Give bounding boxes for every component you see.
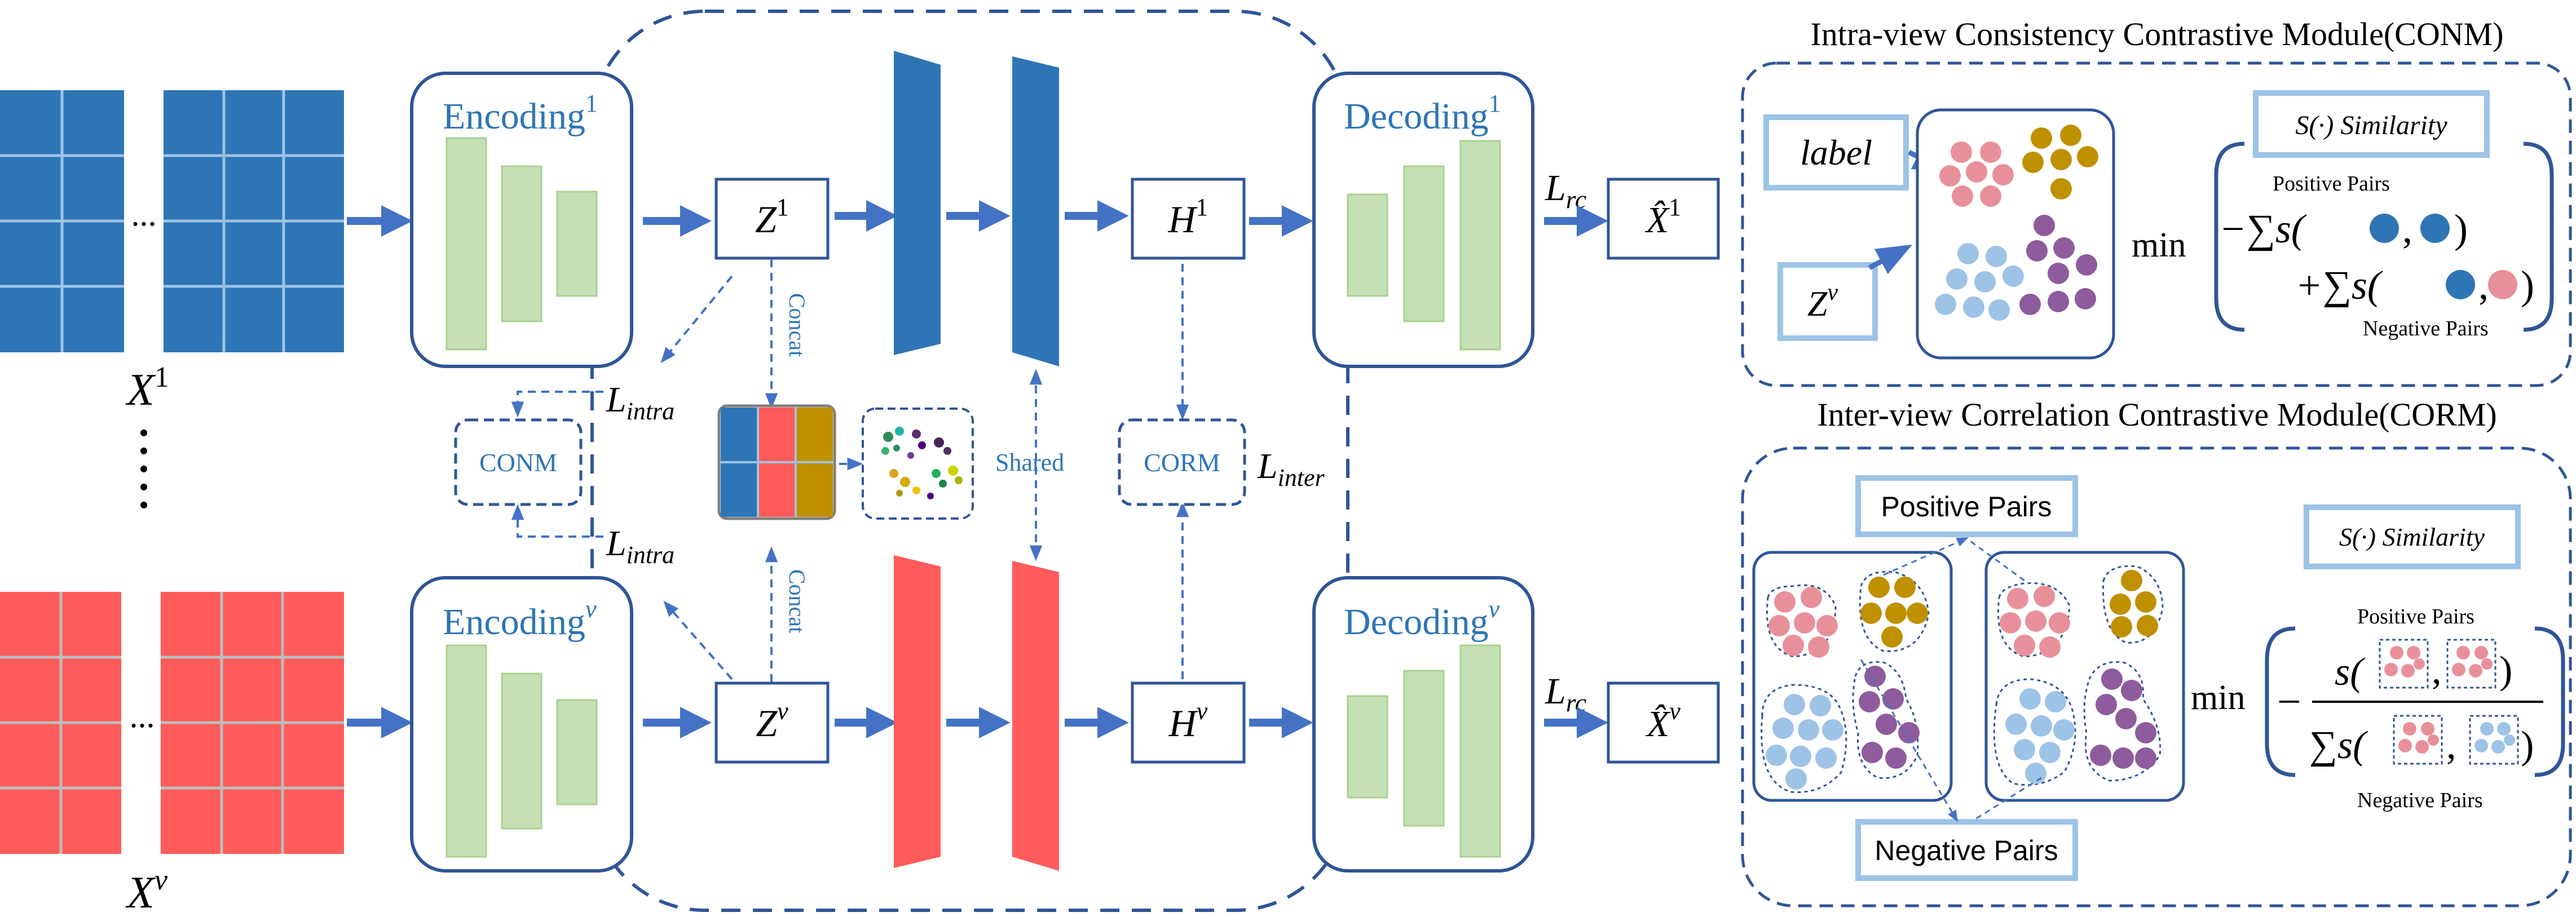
cluster-scatter-thumbnail [862, 408, 974, 520]
corm-numerator-pair-b [2446, 639, 2496, 689]
dashed-connectors [511, 259, 1189, 682]
shared-layer-bottom-1 [894, 555, 941, 868]
corm-min: min [2191, 679, 2245, 717]
corm-positive-pairs-box-text: Positive Pairs [1881, 491, 2052, 523]
dot-blue-icon [2420, 214, 2450, 243]
xhat-bottom-box [1607, 681, 1720, 764]
zv-box [1777, 262, 1878, 341]
corm-right-bracket [2534, 626, 2565, 777]
dot-pink-icon [2488, 270, 2517, 299]
concat-label-top: Concat [784, 293, 810, 357]
view-v-input-label: Xv [125, 864, 168, 918]
label-box-text: label [1800, 132, 1872, 172]
corm-view-a [1752, 551, 1953, 802]
conm-comma-2: , [2478, 263, 2489, 308]
corm-positive-pairs: Positive Pairs [2357, 605, 2474, 628]
shared-network-container [590, 10, 1349, 912]
dot-blue-icon [2446, 270, 2475, 299]
h-bottom-box [1131, 681, 1246, 764]
corm-denominator-pair-a [2393, 715, 2443, 765]
h-top-box [1131, 178, 1246, 260]
conm-node [454, 418, 583, 506]
conm-similarity-text: S(·) Similarity [2295, 110, 2447, 140]
conm-close-2: ) [2521, 263, 2534, 308]
shared-layer-bottom-2 [1012, 561, 1059, 871]
z-bottom-label: Zv [756, 697, 788, 745]
conm-close-1: ) [2454, 206, 2468, 251]
encoder-top [410, 72, 633, 368]
view-1-input-label: X1 [125, 361, 169, 415]
conm-comma-1: , [2402, 206, 2412, 251]
loss-rc-bottom: Lrc [1545, 671, 1586, 717]
concat-label-bottom: Concat [784, 569, 810, 633]
corm-node-label: CORM [1144, 448, 1220, 477]
conm-positive-pairs: Positive Pairs [2273, 172, 2390, 196]
corm-minus: − [2277, 678, 2301, 725]
conm-panel-title: Intra-view Consistency Contrastive Modul… [1810, 16, 2503, 52]
corm-denominator-comma: , [2446, 724, 2456, 767]
shared-label: Shared [995, 449, 1064, 476]
grid-ellipsis-bottom: ... [130, 697, 155, 734]
xhat-top-label: X̂1 [1644, 193, 1681, 241]
corm-negative-pairs-box [1855, 819, 2078, 881]
z-top-box [714, 178, 830, 260]
corm-denominator-pair-b [2469, 715, 2519, 765]
dot-blue-icon [2370, 214, 2399, 243]
decoder-top-title: Decoding1 [1344, 90, 1501, 137]
decoder-bottom [1312, 576, 1534, 873]
encoder-bottom [410, 576, 633, 873]
loss-inter: Linter [1257, 446, 1325, 492]
corm-negative-pairs: Negative Pairs [2357, 789, 2483, 812]
conm-left-bracket [2214, 141, 2245, 332]
encoder-top-title: Encoding1 [443, 90, 598, 137]
input-grid-bottom [0, 592, 344, 854]
corm-numerator-pair-a [2379, 639, 2429, 689]
h-top-label: H1 [1167, 193, 1208, 241]
input-grid-top [0, 90, 344, 352]
corm-similarity-text: S(·) Similarity [2339, 523, 2485, 551]
corm-panel-title: Inter-view Correlation Contrastive Modul… [1817, 396, 2496, 433]
xhat-bottom-label: X̂v [1645, 697, 1680, 745]
vertical-ellipsis [140, 429, 147, 508]
label-box [1763, 114, 1909, 191]
h-bottom-label: Hv [1168, 697, 1208, 745]
corm-pair-connectors [1860, 537, 2042, 822]
corm-positive-pairs-box [1855, 475, 2078, 537]
corm-denominator-s: ∑s( [2309, 724, 2368, 767]
z-bottom-box [714, 681, 830, 764]
conm-term-2: +∑s( [2295, 263, 2383, 308]
corm-node [1118, 418, 1246, 506]
shared-layer-top-1 [894, 51, 941, 355]
zv-box-text: Zv [1807, 280, 1838, 324]
encoder-bottom-title: Encodingv [443, 595, 597, 643]
loss-intra-top: Lintra [606, 379, 674, 425]
loss-rc-top: Lrc [1545, 167, 1586, 214]
corm-denominator-close: ) [2521, 724, 2534, 767]
conm-min: min [2132, 226, 2186, 264]
shared-layer-top-2 [1012, 56, 1059, 366]
conm-node-label: CONM [479, 448, 557, 477]
conm-similarity-box [2253, 90, 2490, 158]
conm-panel [1741, 61, 2572, 387]
corm-numerator-s: s( [2335, 650, 2365, 694]
conm-term-1: −∑s( [2219, 206, 2307, 251]
conm-cluster-box [1916, 108, 2115, 360]
loss-intra-bottom: Lintra [606, 523, 674, 569]
corm-view-b [1984, 551, 2185, 802]
corm-similarity-box [2304, 504, 2521, 569]
conm-right-bracket [2523, 141, 2554, 332]
decoder-bottom-title: Decodingv [1344, 595, 1500, 643]
decoder-top [1312, 72, 1534, 368]
concat-feature-grid [717, 404, 836, 520]
corm-left-bracket [2265, 626, 2296, 777]
conm-negative-pairs: Negative Pairs [2363, 317, 2489, 340]
xhat-top-box [1607, 178, 1720, 260]
corm-numerator-comma: , [2432, 649, 2442, 692]
corm-numerator-close: ) [2499, 649, 2512, 692]
corm-negative-pairs-box-text: Negative Pairs [1874, 835, 2058, 866]
grid-ellipsis-top: ... [131, 196, 157, 233]
arrow-zv-to-clusters [1868, 245, 1913, 274]
z-top-label: Z1 [755, 193, 789, 241]
